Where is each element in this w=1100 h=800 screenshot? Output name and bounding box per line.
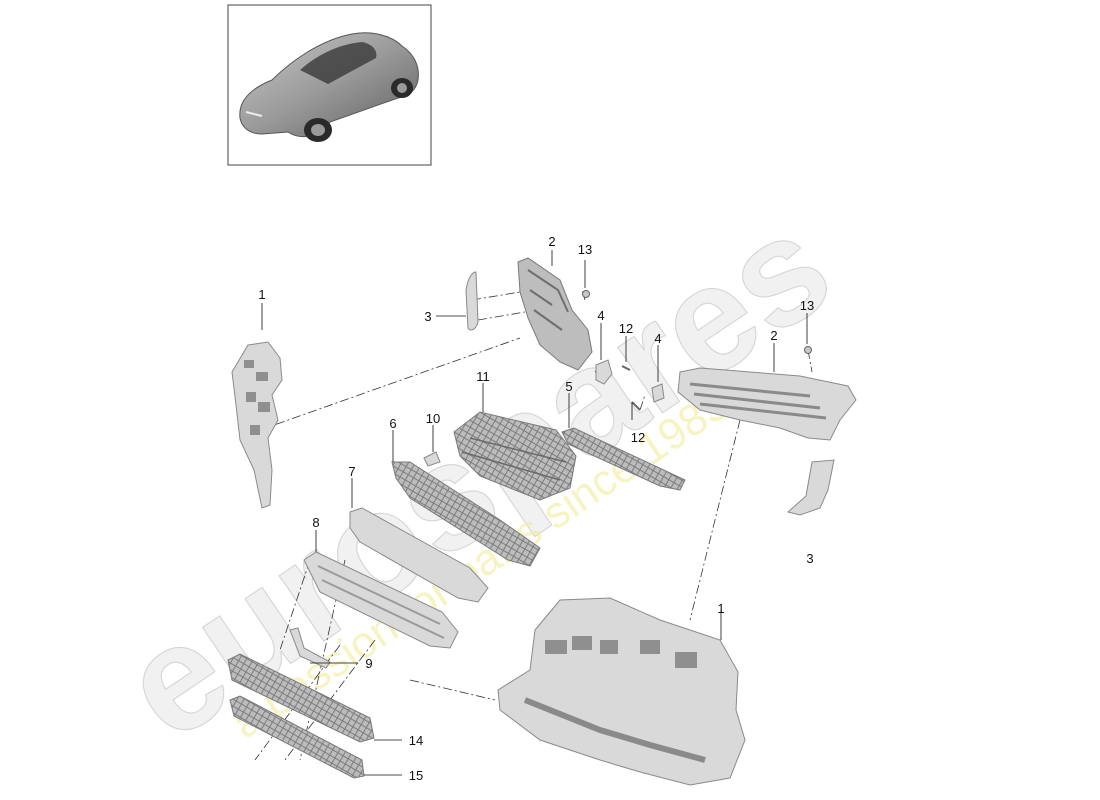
callout-2-upper: 2 — [548, 234, 555, 249]
callout-4-upper: 4 — [597, 308, 604, 323]
part-15-bottom-strip — [229, 695, 365, 779]
part-8-frame — [303, 551, 459, 649]
callout-12-upper: 12 — [619, 321, 633, 336]
part-5-long-strip — [561, 427, 686, 491]
part-3-right-trim — [786, 459, 835, 516]
callout-6: 6 — [389, 416, 396, 431]
part-12-screw-upper — [621, 365, 631, 371]
callout-8: 8 — [312, 515, 319, 530]
callout-11: 11 — [476, 369, 490, 384]
callouts: 1 1 2 2 3 3 4 4 5 6 7 8 9 10 11 12 12 13… — [258, 234, 814, 783]
callout-12-lower: 12 — [631, 430, 645, 445]
part-4-sensor-bracket-upper — [595, 359, 613, 385]
watermark: eurospares a passion for parts since 198… — [93, 179, 859, 772]
callout-15: 15 — [409, 768, 423, 783]
part-12-screw-lower — [631, 401, 641, 411]
watermark-brand: eurospares — [94, 180, 858, 772]
callout-3-upper: 3 — [424, 309, 431, 324]
callout-7: 7 — [348, 464, 355, 479]
part-9-bracket — [289, 627, 331, 669]
leader-lines — [261, 250, 808, 776]
part-13-clip-upper — [582, 290, 590, 298]
part-1-left-bracket — [231, 341, 283, 509]
part-10-clip — [423, 451, 441, 467]
callout-13-upper: 13 — [578, 242, 592, 257]
part-3-upper-trim — [465, 271, 479, 331]
callout-5: 5 — [565, 379, 572, 394]
callout-9: 9 — [365, 656, 372, 671]
callout-10: 10 — [426, 411, 440, 426]
callout-3-right: 3 — [806, 551, 813, 566]
part-4-sensor-bracket-right — [651, 383, 665, 403]
vehicle-thumbnail — [227, 4, 432, 166]
part-14-lower-strip — [227, 653, 375, 743]
part-2-right-duct — [677, 367, 857, 441]
part-6-mesh-panel — [391, 461, 541, 567]
callout-1-left: 1 — [258, 287, 265, 302]
part-13-clip-right — [804, 346, 812, 354]
callout-14: 14 — [409, 733, 423, 748]
callout-4-right: 4 — [654, 331, 661, 346]
part-2-upper-duct — [517, 257, 593, 371]
callout-2-right: 2 — [770, 328, 777, 343]
callout-1-lower: 1 — [717, 601, 724, 616]
part-1-lower-carrier — [497, 597, 746, 786]
part-7-frame — [349, 507, 489, 603]
part-11-centre-grille — [453, 411, 577, 501]
car-icon — [239, 32, 419, 142]
callout-13-right: 13 — [800, 298, 814, 313]
